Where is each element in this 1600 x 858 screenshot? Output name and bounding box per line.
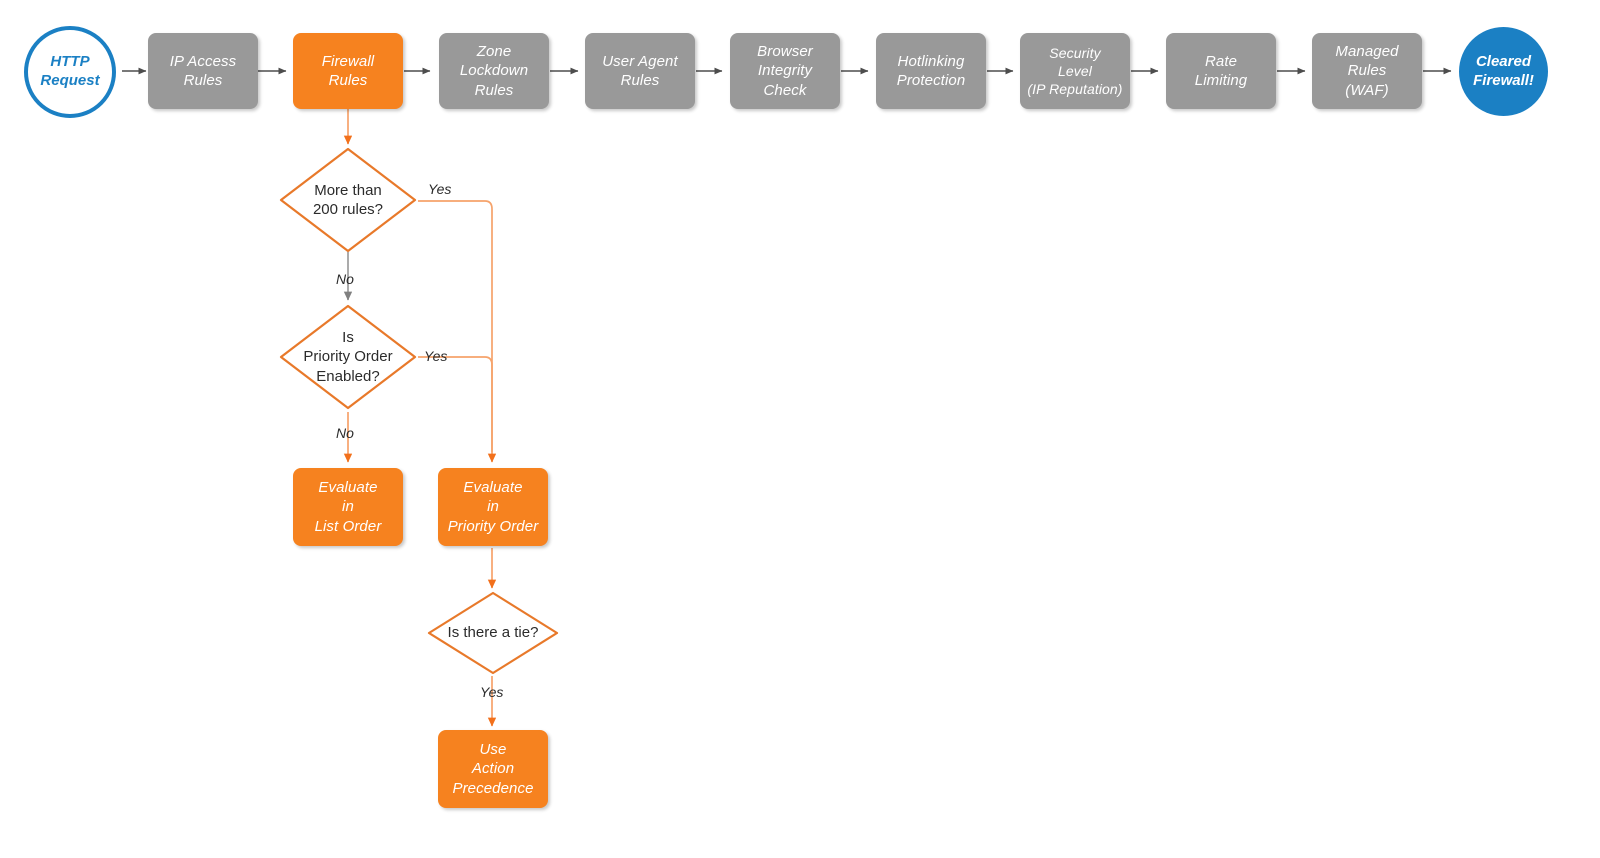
edge-label-rulecount-yes: Yes [428,181,452,197]
diamond-shape [279,147,417,253]
node-zone-lockdown-rules[interactable]: Zone Lockdown Rules [439,33,549,109]
edge-label-tie-yes: Yes [480,684,504,700]
node-label: IP Access Rules [169,52,237,90]
node-evaluate-in-list-order[interactable]: Evaluate in List Order [293,468,403,546]
diamond-shape [279,304,417,410]
node-managed-rules-waf[interactable]: Managed Rules (WAF) [1312,33,1422,109]
node-label: Security Level (IP Reputation) [1027,44,1123,98]
node-label: Rate Limiting [1194,52,1248,90]
node-label: Firewall Rules [321,52,375,90]
node-label: Zone Lockdown Rules [459,42,529,99]
node-label: Hotlinking Protection [896,52,966,90]
edge-rulecount-yes [418,200,497,463]
node-http-request[interactable]: HTTP Request [24,26,116,118]
node-label: Is Priority Order Enabled? [303,329,393,385]
edge-label-rulecount-no: No [336,271,354,287]
node-label: Is there a tie? [447,624,539,642]
edge-label-priority-yes: Yes [424,348,448,364]
node-firewall-rules[interactable]: Firewall Rules [293,33,403,109]
node-rate-limiting[interactable]: Rate Limiting [1166,33,1276,109]
node-label: User Agent Rules [602,52,678,90]
node-label: Browser Integrity Check [757,42,813,99]
node-ip-access-rules[interactable]: IP Access Rules [148,33,258,109]
node-use-action-precedence[interactable]: Use Action Precedence [438,730,548,808]
node-label: Cleared Firewall! [1473,52,1534,89]
node-label: Managed Rules (WAF) [1335,42,1399,99]
node-hotlinking-protection[interactable]: Hotlinking Protection [876,33,986,109]
node-more-than-200-rules[interactable]: More than 200 rules? [278,146,418,254]
node-label: HTTP Request [40,53,100,89]
node-browser-integrity-check[interactable]: Browser Integrity Check [730,33,840,109]
node-cleared-firewall[interactable]: Cleared Firewall! [1459,27,1548,116]
node-is-there-a-tie[interactable]: Is there a tie? [426,590,560,676]
node-evaluate-in-priority-order[interactable]: Evaluate in Priority Order [438,468,548,546]
node-is-priority-order-enabled[interactable]: Is Priority Order Enabled? [278,303,418,411]
node-label: Evaluate in Priority Order [447,478,539,535]
diamond-shape [427,591,559,675]
edge-label-priority-no: No [336,425,354,441]
edge-priority-yes [418,356,493,452]
node-user-agent-rules[interactable]: User Agent Rules [585,33,695,109]
node-security-level[interactable]: Security Level (IP Reputation) [1020,33,1130,109]
node-label: Use Action Precedence [452,740,534,797]
node-label: Evaluate in List Order [314,478,382,535]
node-label: More than 200 rules? [312,181,384,218]
